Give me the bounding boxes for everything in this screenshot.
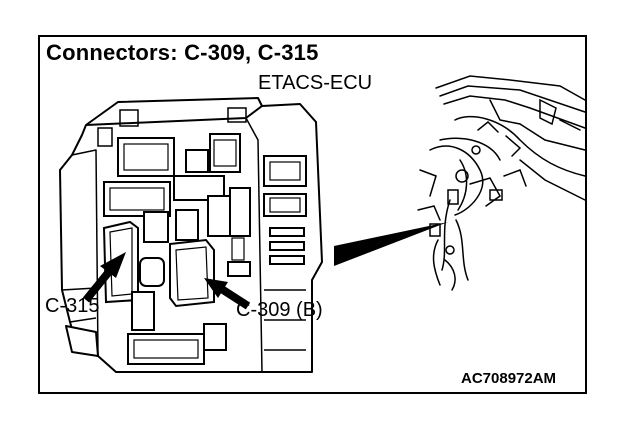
figure-code: AC708972AM	[461, 370, 557, 387]
housing-details	[97, 107, 306, 351]
top-connectors	[103, 133, 241, 217]
diagram-title: Connectors: C-309, C-315	[46, 40, 319, 65]
relay-block	[263, 155, 307, 265]
lower-connectors	[127, 237, 251, 365]
middle-connectors	[139, 187, 251, 287]
arrow-c309	[204, 278, 251, 310]
location-pointer	[334, 222, 448, 266]
c309-connector	[169, 238, 215, 308]
callout-c309-label: C-309 (B)	[236, 299, 323, 321]
callout-c315-label: C-315	[45, 295, 100, 317]
arrow-c315	[82, 252, 126, 303]
vehicle-dashboard-sketch	[417, 75, 586, 291]
ecu-label: ETACS-ECU	[258, 72, 373, 94]
